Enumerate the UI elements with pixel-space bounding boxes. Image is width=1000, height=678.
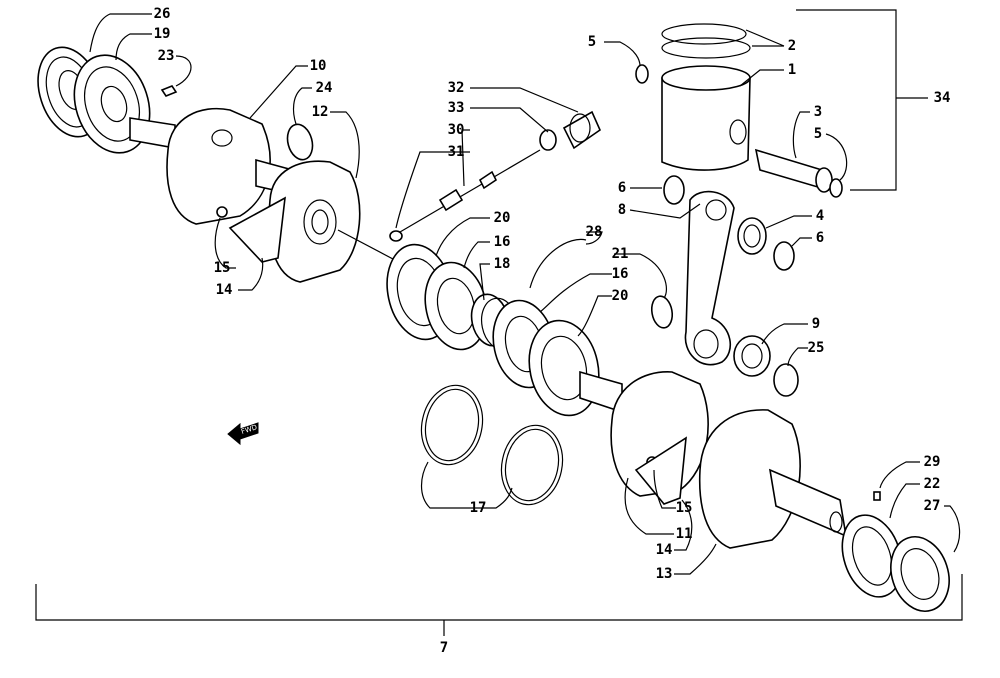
forward-arrow-icon: FWD bbox=[227, 422, 259, 446]
part-27-seal bbox=[890, 536, 950, 612]
label-14-left: 14 bbox=[216, 282, 233, 298]
label-33: 33 bbox=[448, 100, 465, 116]
part-2-piston-rings bbox=[661, 23, 751, 59]
part-5-circlip-b bbox=[829, 178, 843, 198]
label-8: 8 bbox=[618, 202, 626, 218]
label-30: 30 bbox=[448, 122, 465, 138]
part-24-washer bbox=[286, 123, 314, 161]
label-2: 2 bbox=[788, 38, 796, 54]
label-6-upper: 6 bbox=[618, 180, 626, 196]
part-14-plate bbox=[228, 196, 286, 263]
label-4: 4 bbox=[816, 208, 824, 224]
part-6-washer-a bbox=[663, 175, 685, 205]
label-16-lower: 16 bbox=[612, 266, 629, 282]
label-19: 19 bbox=[154, 26, 171, 42]
part-8-connecting-rod bbox=[684, 190, 735, 366]
part-3-piston-pin bbox=[754, 148, 833, 193]
label-28: 28 bbox=[586, 224, 603, 240]
part-31-washer bbox=[389, 230, 403, 242]
part-9-needle-bearing bbox=[733, 335, 771, 377]
label-14-right: 14 bbox=[656, 542, 673, 558]
part-29-key bbox=[873, 491, 881, 501]
label-18: 18 bbox=[494, 256, 511, 272]
label-16-upper: 16 bbox=[494, 234, 511, 250]
label-20-lower: 20 bbox=[612, 288, 629, 304]
label-7: 7 bbox=[440, 640, 448, 656]
part-4-needle-bearing bbox=[737, 217, 767, 255]
part-33-washer bbox=[539, 129, 557, 151]
label-12: 12 bbox=[312, 104, 329, 120]
label-11: 11 bbox=[676, 526, 693, 542]
part-21-washer bbox=[650, 295, 674, 329]
label-15-right: 15 bbox=[676, 500, 693, 516]
label-24: 24 bbox=[316, 80, 333, 96]
part-32-cap bbox=[562, 110, 602, 150]
part-1-piston bbox=[661, 65, 751, 171]
label-21: 21 bbox=[612, 246, 629, 262]
label-5-right: 5 bbox=[814, 126, 822, 142]
label-17: 17 bbox=[470, 500, 487, 516]
label-15-left: 15 bbox=[214, 260, 231, 276]
part-5-circlip-a bbox=[635, 64, 649, 84]
part-23-key bbox=[160, 85, 178, 97]
part-6-washer-b bbox=[773, 241, 795, 271]
part-25-washer bbox=[773, 363, 799, 397]
label-25: 25 bbox=[808, 340, 825, 356]
label-1: 1 bbox=[788, 62, 796, 78]
label-10: 10 bbox=[310, 58, 327, 74]
label-34: 34 bbox=[934, 90, 951, 106]
part-17-rings bbox=[420, 384, 564, 506]
part-28-half-ring bbox=[529, 238, 587, 289]
label-27: 27 bbox=[924, 498, 941, 514]
label-22: 22 bbox=[924, 476, 941, 492]
part-13-crank-web bbox=[698, 409, 848, 549]
leader-lines bbox=[35, 9, 963, 636]
label-13: 13 bbox=[656, 566, 673, 582]
label-9: 9 bbox=[812, 316, 820, 332]
label-31: 31 bbox=[448, 144, 465, 160]
label-32: 32 bbox=[448, 80, 465, 96]
label-26: 26 bbox=[154, 6, 171, 22]
part-14-plate-b bbox=[634, 436, 687, 505]
part-16-seal-a bbox=[424, 261, 488, 351]
part-30-shaft bbox=[399, 149, 541, 233]
label-20-upper: 20 bbox=[494, 210, 511, 226]
part-labels: 26 19 23 10 24 12 15 14 32 33 30 31 20 1… bbox=[154, 6, 951, 656]
label-23: 23 bbox=[158, 48, 175, 64]
label-29: 29 bbox=[924, 454, 941, 470]
label-5-top: 5 bbox=[588, 34, 596, 50]
label-6-right: 6 bbox=[816, 230, 824, 246]
label-3: 3 bbox=[814, 104, 822, 120]
